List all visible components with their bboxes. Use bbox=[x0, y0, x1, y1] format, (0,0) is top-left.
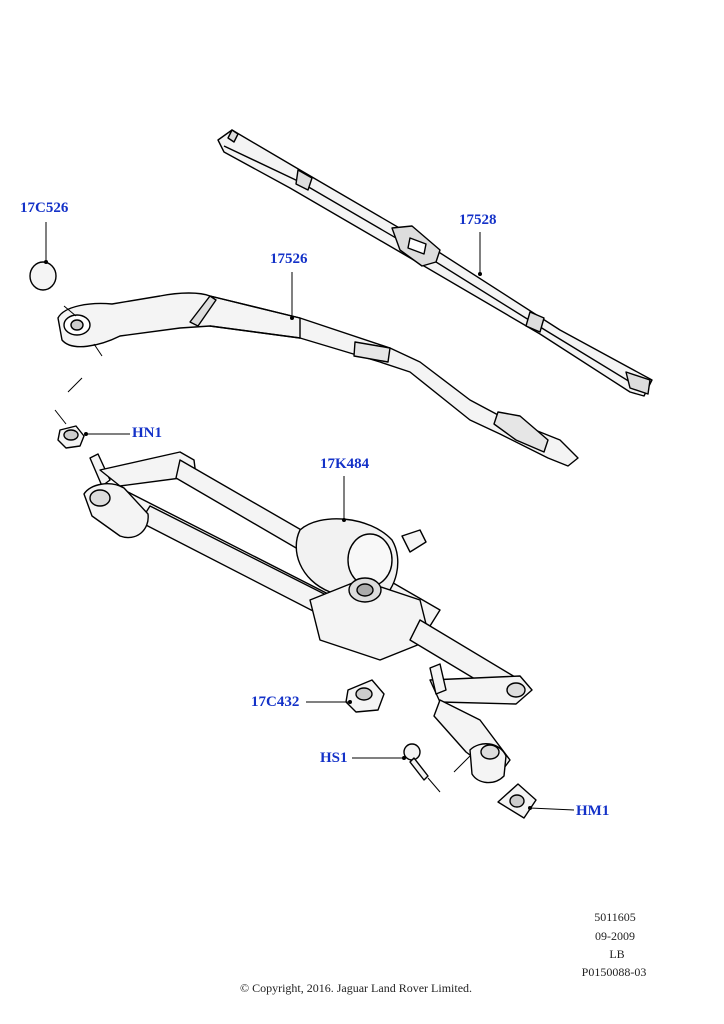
arm-cap bbox=[29, 261, 57, 291]
wiper-arm bbox=[57, 292, 579, 467]
part-label-17c432: 17C432 bbox=[251, 694, 300, 710]
nut-hm1 bbox=[497, 783, 537, 819]
illustration-code: P0150088-03 bbox=[581, 965, 647, 979]
screw-hs1 bbox=[403, 743, 429, 781]
reference-date: 09-2009 bbox=[595, 929, 635, 943]
part-label-17c526: 17C526 bbox=[20, 200, 69, 216]
part-label-hn1: HN1 bbox=[132, 425, 162, 441]
part-label-hs1: HS1 bbox=[320, 750, 348, 766]
leader-hm1 bbox=[529, 807, 575, 811]
part-label-17k484: 17K484 bbox=[320, 456, 370, 472]
part-label-17528: 17528 bbox=[459, 212, 497, 228]
wiper-blade bbox=[217, 129, 653, 397]
reference-number: 5011605 bbox=[594, 910, 636, 924]
copyright-notice: © Copyright, 2016. Jaguar Land Rover Lim… bbox=[239, 981, 473, 995]
wiper-linkage bbox=[83, 451, 533, 784]
part-label-hm1: HM1 bbox=[576, 803, 610, 819]
grommet-17c432 bbox=[345, 679, 385, 713]
reference-side: LB bbox=[609, 947, 625, 961]
part-label-17526: 17526 bbox=[270, 251, 308, 267]
nut-hn1 bbox=[57, 425, 85, 449]
